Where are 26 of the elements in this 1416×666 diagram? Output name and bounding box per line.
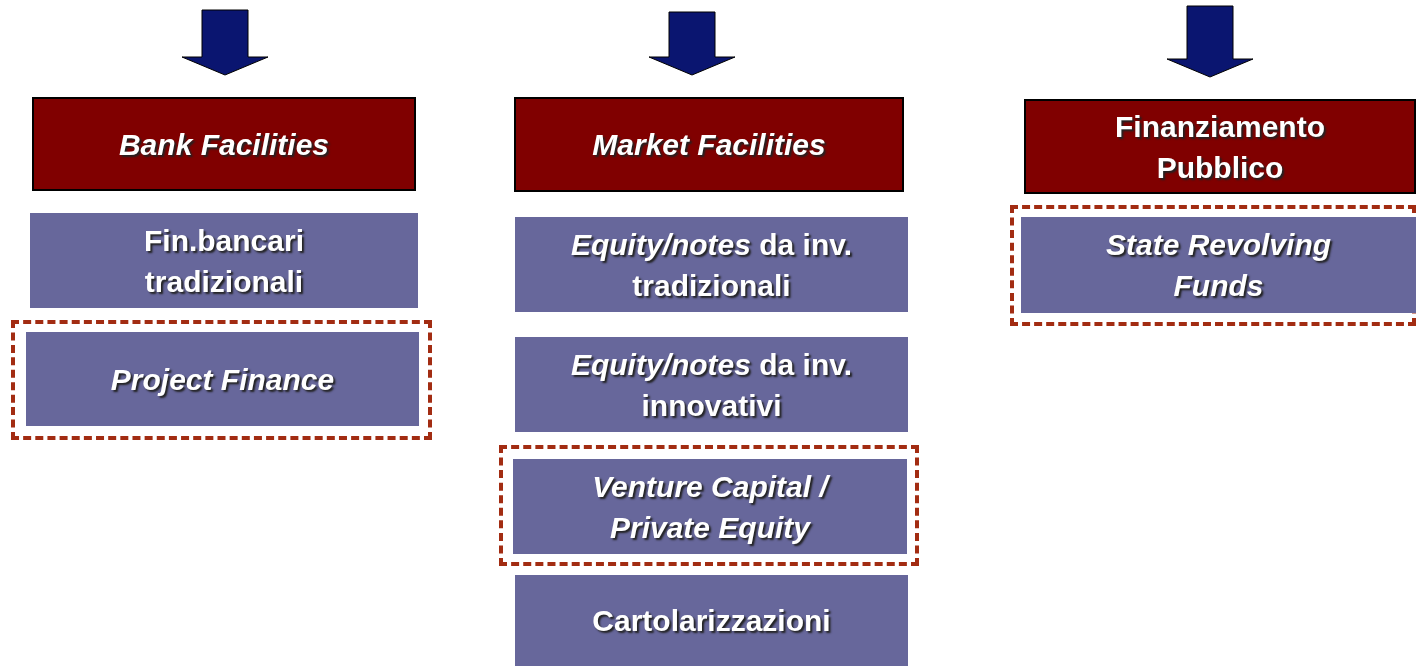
category-box [515,575,908,666]
category-box [26,332,419,426]
dashed-frame [11,320,432,440]
category-box [515,337,908,432]
box-label: State Revolving Funds [1104,227,1333,304]
box-label: Venture Capital / Private Equity [554,465,866,548]
box-label: Equity/notes da inv. tradizionali [569,226,854,304]
box-label: Bank Facilities [117,126,331,163]
block-arrow [648,11,736,76]
box-label: Project Finance [109,361,336,398]
box-label: Equity/notes da inv. innovativi [569,346,854,424]
box-label: Cartolarizzazioni [591,603,832,639]
box-label: Finanziamento Pubblico [1114,108,1326,186]
dashed-frame [1010,205,1416,326]
category-header [514,97,904,192]
block-arrow [1166,5,1254,78]
block-arrow [181,9,269,76]
dashed-frame [499,445,919,566]
box-label: Fin.bancari tradizionali [142,222,305,300]
category-header [32,97,416,191]
category-header [1024,99,1416,194]
category-box [515,217,908,312]
category-box [513,459,907,554]
category-box [1021,217,1416,313]
category-box [30,213,418,308]
box-label: Market Facilities [591,127,827,163]
